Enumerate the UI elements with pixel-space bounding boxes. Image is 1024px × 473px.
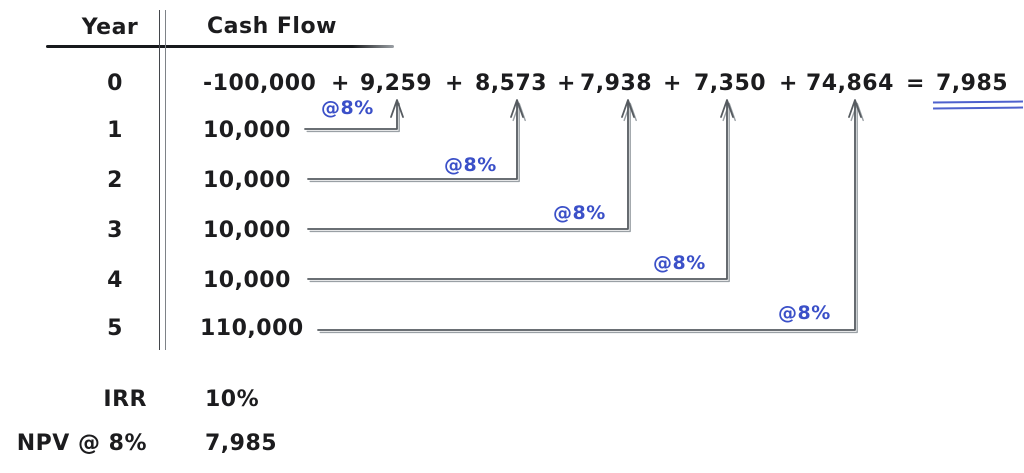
cashflow-year-3: 10,000 <box>203 218 291 243</box>
irr-value: 10% <box>205 387 260 412</box>
discount-rate-label-1: @8% <box>321 97 374 119</box>
plus-operator-1: + <box>331 71 350 96</box>
discount-rate-label-4: @8% <box>653 252 706 274</box>
discounted-term-3: 7,938 <box>580 71 653 96</box>
year-label-3: 3 <box>107 218 123 243</box>
plus-operator-2: + <box>445 71 464 96</box>
discounted-term-4: 7,350 <box>694 71 767 96</box>
npv-value: 7,985 <box>205 431 278 456</box>
result-double-underline <box>932 100 1024 110</box>
year-label-0: 0 <box>107 71 123 96</box>
year-label-4: 4 <box>107 268 123 293</box>
year-label-5: 5 <box>107 316 123 341</box>
plus-operator-3: + <box>557 71 576 96</box>
discount-rate-label-5: @8% <box>778 302 831 324</box>
year-label-2: 2 <box>107 168 123 193</box>
cashflow-year-1: 10,000 <box>203 118 291 143</box>
cashflow-year-5: 110,000 <box>200 316 304 341</box>
npv-label: NPV @ 8% <box>16 431 147 456</box>
discount-rate-label-3: @8% <box>553 202 606 224</box>
cashflow-year-4: 10,000 <box>203 268 291 293</box>
header-underline <box>46 45 394 48</box>
discount-rate-label-2: @8% <box>444 154 497 176</box>
initial-outlay-value: -100,000 <box>203 71 317 96</box>
year-label-1: 1 <box>107 118 123 143</box>
discounted-term-2: 8,573 <box>475 71 548 96</box>
discounted-term-1: 9,259 <box>360 71 433 96</box>
column-divider-line <box>159 10 166 350</box>
equals-operator: = <box>906 71 925 96</box>
plus-operator-4: + <box>663 71 682 96</box>
year-column-header: Year <box>81 15 139 40</box>
cashflow-year-2: 10,000 <box>203 168 291 193</box>
plus-operator-5: + <box>779 71 798 96</box>
cashflow-column-header: Cash Flow <box>207 14 337 39</box>
npv-result-value: 7,985 <box>936 71 1009 96</box>
discounted-term-5: 74,864 <box>806 71 894 96</box>
irr-label: IRR <box>103 387 147 412</box>
